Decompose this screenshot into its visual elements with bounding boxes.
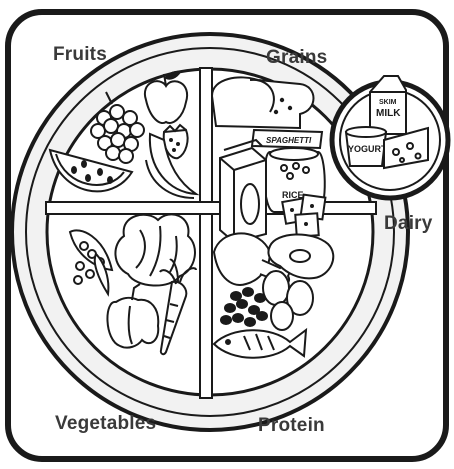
vegetables-label: Vegetables: [55, 413, 156, 435]
milk-top-label: SKIM: [379, 99, 397, 106]
bread-icon: [212, 77, 314, 128]
protein-label: Protein: [258, 415, 325, 437]
grains-label: Grains: [266, 47, 327, 69]
yogurt-icon: YOGURT: [346, 127, 387, 166]
fruits-label: Fruits: [53, 44, 107, 66]
spaghetti-label: SPAGHETTI: [266, 136, 312, 145]
dairy-label: Dairy: [384, 213, 433, 235]
plate-divider-vertical: [200, 68, 212, 398]
yogurt-label: YOGURT: [348, 144, 387, 154]
milk-label: MILK: [376, 108, 401, 119]
cereal-box-icon: [220, 140, 266, 242]
milk-carton-icon: SKIM MILK: [370, 76, 406, 134]
